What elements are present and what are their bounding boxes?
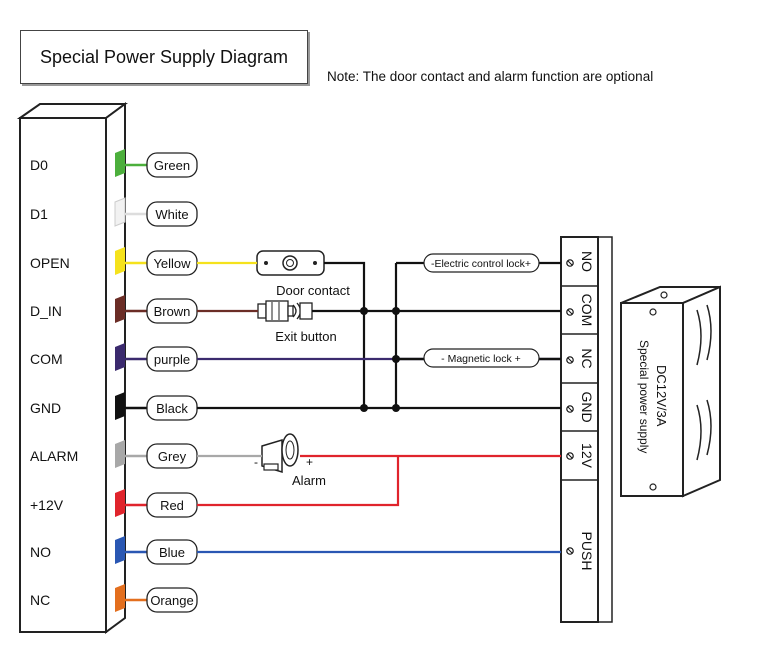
power-supply-label-1: DC12V/3A (654, 365, 669, 427)
door-contact: Door contact (256, 250, 350, 298)
wire-color-label: White (155, 207, 188, 222)
power-terminal-label: 12V (579, 443, 595, 469)
terminal-gnd: GND Black (30, 392, 198, 421)
terminal-color-tab (115, 295, 125, 323)
power-terminal-label: NC (579, 348, 595, 368)
terminal-color-tab (115, 440, 125, 468)
terminal-no: NO Blue (30, 536, 198, 565)
diagram-title: Special Power Supply Diagram (20, 30, 308, 84)
electric-lock: -Electric control lock+ (423, 253, 540, 273)
terminal-color-tab (115, 149, 125, 177)
terminal-12v: +12V Red (30, 489, 198, 518)
exit-button: Exit button (257, 300, 337, 344)
controller-body (16, 102, 129, 634)
alarm-label: Alarm (292, 473, 326, 488)
terminal-color-tab (115, 343, 125, 371)
terminal-com: COM purple (30, 343, 198, 372)
magnetic-lock: - Magnetic lock + (423, 348, 540, 368)
power-supply-box: DC12V/3A Special power supply (620, 285, 721, 498)
terminal-color-tab (115, 392, 125, 420)
screw-icon (566, 356, 574, 364)
terminal-label: OPEN (30, 255, 70, 271)
terminal-color-tab (115, 489, 125, 517)
power-terminal-12v: 12V (566, 443, 595, 469)
wire-color-label: Grey (158, 449, 187, 464)
terminal-label: +12V (30, 497, 64, 513)
wire-color-label: Black (156, 401, 188, 416)
terminal-open: OPEN Yellow (30, 247, 198, 276)
magnetic-lock-label: - Magnetic lock + (441, 353, 521, 365)
terminal-label: GND (30, 400, 61, 416)
junction-dots (360, 307, 400, 412)
power-terminal-no: NO (566, 251, 595, 272)
terminal-d1: D1 White (30, 197, 198, 227)
screw-icon (566, 308, 574, 316)
optional-note: Note: The door contact and alarm functio… (327, 69, 654, 84)
wire-color-label: Brown (154, 304, 191, 319)
wire-color-label: Blue (159, 545, 185, 560)
terminal-label: D0 (30, 157, 48, 173)
alarm-minus-sign: - (254, 455, 258, 469)
terminal-nc: NC Orange (30, 584, 198, 613)
wire-color-label: purple (154, 352, 190, 367)
screw-icon (566, 405, 574, 413)
power-terminal-com: COM (566, 294, 595, 327)
electric-lock-label: -Electric control lock+ (431, 258, 531, 270)
terminal-label: NO (30, 544, 51, 560)
door-contact-label: Door contact (276, 283, 350, 298)
alarm-plus-sign: + (306, 455, 313, 469)
power-terminal-gnd: GND (566, 391, 595, 423)
terminal-label: D_IN (30, 303, 62, 319)
wire-color-badge (146, 152, 198, 178)
wire-color-label: Orange (150, 593, 193, 608)
power-terminal-label: COM (579, 294, 595, 327)
power-terminal-label: NO (579, 251, 595, 272)
screw-icon (566, 259, 574, 267)
exit-button-label: Exit button (275, 329, 336, 344)
terminal-label: NC (30, 592, 50, 608)
terminal-d0: D0 Green (30, 149, 198, 178)
power-terminal-push: PUSH (566, 532, 595, 571)
wire-color-label: Red (160, 498, 184, 513)
wire-red (197, 456, 400, 507)
terminal-label: D1 (30, 206, 48, 222)
screw-icon (566, 452, 574, 460)
terminal-label: ALARM (30, 448, 78, 464)
terminal-label: COM (30, 351, 63, 367)
wire-color-badge (146, 201, 198, 227)
terminal-color-tab (114, 197, 126, 227)
wire-color-badge (146, 587, 198, 613)
screw-icon (566, 547, 574, 555)
wire-color-label: Green (154, 158, 190, 173)
power-terminal-label: GND (579, 391, 595, 422)
terminal-color-tab (115, 584, 125, 612)
power-terminal-strip (560, 236, 613, 623)
terminal-alarm: ALARM Grey (30, 440, 198, 469)
terminal-color-tab (115, 247, 125, 275)
power-supply-label-2: Special power supply (637, 340, 651, 453)
terminal-color-tab (115, 536, 125, 564)
terminal-din: D_IN Brown (30, 295, 198, 324)
power-terminal-nc: NC (566, 348, 595, 369)
alarm-siren-icon: - + Alarm (254, 433, 326, 488)
wire-color-label: Yellow (153, 256, 191, 271)
power-terminal-label: PUSH (579, 532, 595, 571)
